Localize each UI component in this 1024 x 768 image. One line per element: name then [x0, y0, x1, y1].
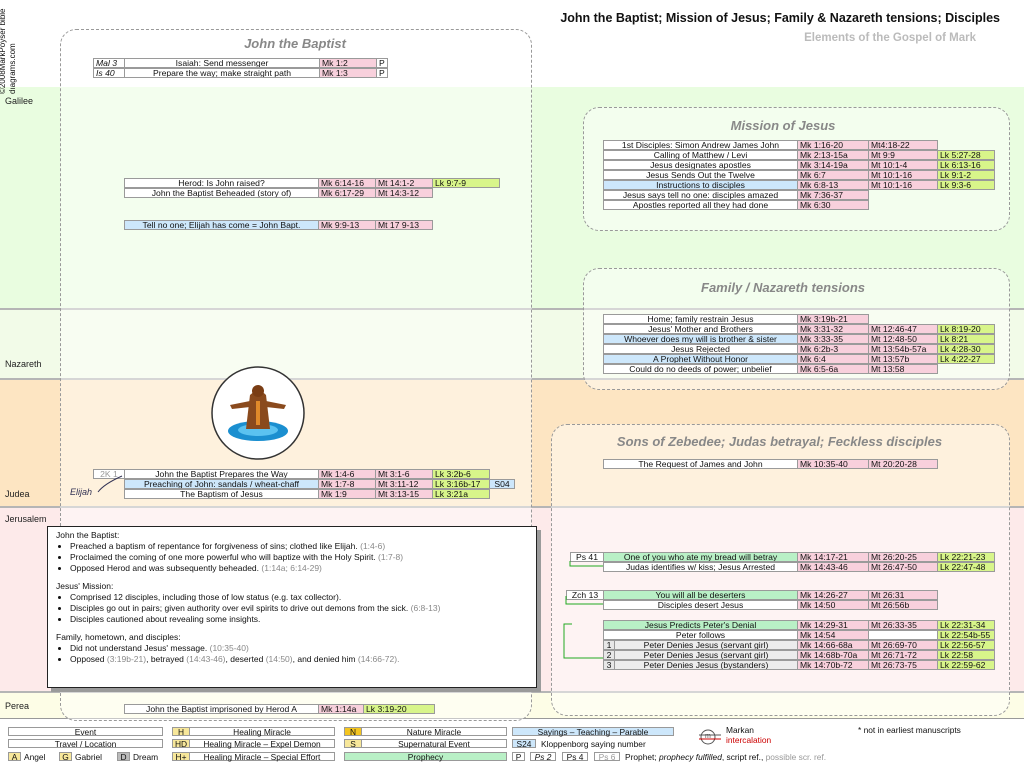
- peter-row[interactable]: 2 Peter Denies Jesus (servant girl) Mk 1…: [603, 650, 995, 660]
- legend-note: * not in earliest manuscripts: [858, 725, 961, 735]
- summary-title-2: Jesus' Mission:: [56, 581, 114, 591]
- desert-row-1[interactable]: Zch 13 You will all be deserters Mk 14:2…: [566, 590, 938, 600]
- herod-row-2[interactable]: John the Baptist Beheaded (story of) Mk …: [124, 188, 433, 198]
- legend-nature: Nature Miracle: [361, 727, 507, 737]
- peter-row[interactable]: 1 Peter Denies Jesus (servant girl) Mk 1…: [603, 640, 995, 650]
- legend-healing-p: Healing Miracle – Special Effort: [189, 752, 335, 762]
- elijah-arrow-icon: [97, 475, 123, 493]
- region-nazareth: Nazareth: [5, 359, 42, 369]
- region-jerusalem: Jerusalem: [5, 514, 47, 524]
- legend-event: Event: [8, 727, 163, 737]
- john-panel-title: John the Baptist: [244, 36, 346, 51]
- legend-n: N: [344, 727, 362, 737]
- region-judea: Judea: [5, 489, 30, 499]
- mission-row[interactable]: Apostles reported all they had done Mk 6…: [603, 200, 869, 210]
- perea-row[interactable]: John the Baptist imprisoned by Herod A M…: [124, 704, 435, 714]
- summary-title-3: Family, hometown, and disciples:: [56, 632, 181, 642]
- mission-row[interactable]: Jesus designates apostles Mk 3:14-19a Mt…: [603, 160, 995, 170]
- legend-s: S: [344, 739, 362, 749]
- family-row[interactable]: Whoever does my will is brother & sister…: [603, 334, 995, 344]
- legend-sayings: Sayings – Teaching – Parable: [512, 727, 674, 737]
- peter-row[interactable]: Jesus Predicts Peter's Denial Mk 14:29-3…: [603, 620, 995, 630]
- sons-panel-title: Sons of Zebedee; Judas betrayal; Feckles…: [616, 434, 943, 449]
- mission-row[interactable]: Instructions to disciples Mk 6:8-13 Mt 1…: [603, 180, 995, 190]
- summary-item: Opposed (3:19b-21), betrayed (14:43-46),…: [70, 654, 528, 665]
- summary-item: Did not understand Jesus' message. (10:3…: [70, 643, 528, 654]
- mission-row[interactable]: 1st Disciples: Simon Andrew James John M…: [603, 140, 938, 150]
- john-baptist-image: [210, 365, 306, 461]
- summary-item: Proclaimed the coming of one more powerf…: [70, 552, 528, 563]
- page-subtitle: Elements of the Gospel of Mark: [804, 32, 976, 44]
- summary-item: Preached a baptism of repentance for for…: [70, 541, 528, 552]
- judea-row-2[interactable]: Preaching of John: sandals / wheat-chaff…: [124, 479, 515, 489]
- legend-healing-d: Healing Miracle – Expel Demon: [189, 739, 335, 749]
- summary-box: John the Baptist: Preached a baptism of …: [47, 526, 537, 688]
- legend-d: D: [117, 752, 130, 762]
- zebedee-row[interactable]: The Request of James and John Mk 10:35-4…: [603, 459, 938, 469]
- mission-row[interactable]: Calling of Matthew / Levi Mk 2:13-15a Mt…: [603, 150, 995, 160]
- legend-gabriel: Gabriel: [75, 752, 102, 762]
- family-row[interactable]: A Prophet Without Honor Mk 6:4 Mt 13:57b…: [603, 354, 995, 364]
- summary-item: Disciples go out in pairs; given authori…: [70, 603, 528, 614]
- legend-g: G: [59, 752, 72, 762]
- summary-item: Opposed Herod and was subsequently behea…: [70, 563, 528, 574]
- legend-ps6: Ps 6: [594, 752, 620, 762]
- summary-title-1: John the Baptist:: [56, 530, 120, 540]
- legend-s24: S24: [512, 739, 536, 749]
- peter-row[interactable]: 3 Peter Denies Jesus (bystanders) Mk 14:…: [603, 660, 995, 670]
- legend-intercalation: intercalation: [726, 735, 772, 745]
- john-prophecy-row-2[interactable]: Is 40 Prepare the way; make straight pat…: [93, 68, 388, 78]
- john-prophecy-row-1[interactable]: Mal 3 Isaiah: Send messenger Mk 1:2 P: [93, 58, 388, 68]
- markan-intercalation-icon: [699, 729, 721, 745]
- peter-row[interactable]: Peter follows Mk 14:54 Lk 22:54b-55: [603, 630, 995, 640]
- legend-h: H: [172, 727, 190, 737]
- legend-super: Supernatural Event: [361, 739, 507, 749]
- region-perea: Perea: [5, 701, 30, 711]
- legend-markan: Markan: [726, 725, 754, 735]
- mission-panel-title: Mission of Jesus: [730, 118, 836, 133]
- elijah-label: Elijah: [70, 487, 93, 497]
- legend-dream: Dream: [133, 752, 159, 762]
- family-row[interactable]: Jesus Rejected Mk 6:2b-3 Mt 13:54b-57a L…: [603, 344, 995, 354]
- legend-hp: H+: [172, 752, 190, 762]
- legend-prophet: Prophet; prophecy fulfilled, script ref.…: [625, 752, 827, 762]
- family-panel-title: Family / Nazareth tensions: [701, 280, 865, 295]
- family-row[interactable]: Home; family restrain Jesus Mk 3:19b-21: [603, 314, 869, 324]
- betray-row-1[interactable]: Ps 41 One of you who ate my bread will b…: [570, 552, 995, 562]
- family-row[interactable]: Jesus' Mother and Brothers Mk 3:31-32 Mt…: [603, 324, 995, 334]
- legend-angel: Angel: [24, 752, 46, 762]
- legend-ps4: Ps 4: [562, 752, 588, 762]
- desert-row-2[interactable]: Disciples desert Jesus Mk 14:50 Mt 26:56…: [603, 600, 938, 610]
- legend-prophecy: Prophecy: [344, 752, 507, 762]
- judea-row-3[interactable]: The Baptism of Jesus Mk 1:9 Mt 3:13-15 L…: [124, 489, 490, 499]
- legend-a: A: [8, 752, 21, 762]
- markan-glyph: m: [705, 733, 711, 740]
- betray-row-2[interactable]: Judas identifies w/ kiss; Jesus Arrested…: [603, 562, 995, 572]
- summary-item: Comprised 12 disciples, including those …: [70, 592, 528, 603]
- family-row[interactable]: Could do no deeds of power; unbelief Mk …: [603, 364, 938, 374]
- legend-ps2: Ps 2: [530, 752, 556, 762]
- mission-row[interactable]: Jesus Sends Out the Twelve Mk 6:7 Mt 10:…: [603, 170, 995, 180]
- elijah-row[interactable]: Tell no one; Elijah has come = John Bapt…: [124, 220, 433, 230]
- legend-healing: Healing Miracle: [189, 727, 335, 737]
- page-title: John the Baptist; Mission of Jesus; Fami…: [560, 11, 1000, 25]
- legend-hd: HD: [172, 739, 190, 749]
- judea-row-1[interactable]: 2K 1 John the Baptist Prepares the Way M…: [93, 469, 490, 479]
- legend-travel: Travel / Location: [8, 739, 163, 749]
- herod-row-1[interactable]: Herod: Is John raised? Mk 6:14-16 Mt 14:…: [124, 178, 500, 188]
- region-galilee: Galilee: [5, 96, 34, 106]
- summary-item: Disciples cautioned about revealing some…: [70, 614, 528, 625]
- legend-p: P: [512, 752, 525, 762]
- copyright: ©2008MarkPoyser bibledıagrams.com: [0, 8, 17, 95]
- connector-lines: [563, 561, 603, 659]
- mission-row[interactable]: Jesus says tell no one: disciples amazed…: [603, 190, 869, 200]
- legend-klopp: Kloppenborg saying number: [541, 739, 646, 749]
